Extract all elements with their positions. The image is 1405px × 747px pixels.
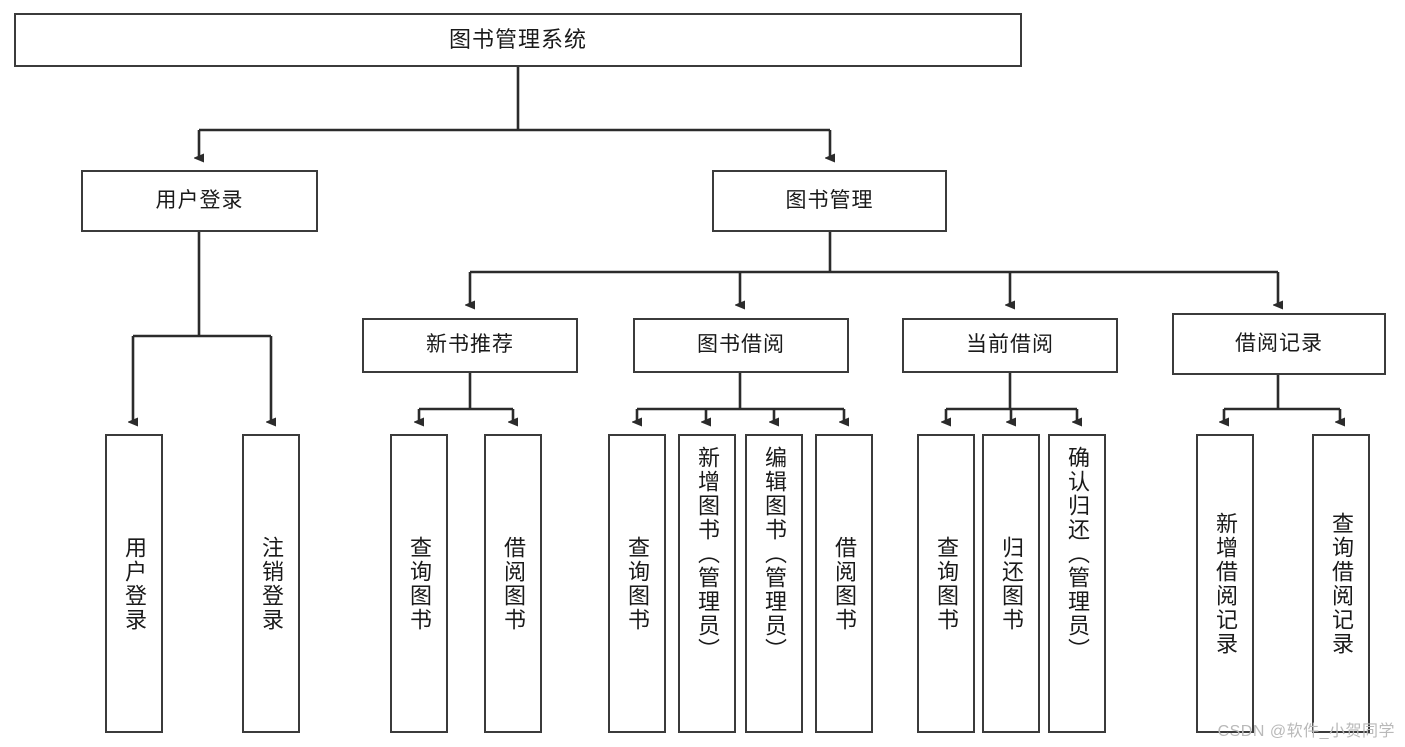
node-book-borrow[interactable]: 图书借阅 <box>633 318 849 373</box>
leaf-user-login-logout[interactable]: 注销登录 <box>242 434 300 733</box>
node-label: 查询图书 <box>625 535 650 632</box>
node-label: 新增借阅记录 <box>1213 511 1238 656</box>
node-root-book-management-system[interactable]: 图书管理系统 <box>14 13 1022 67</box>
leaf-current-borrow-return-book[interactable]: 归还图书 <box>982 434 1040 733</box>
leaf-borrow-record-add-record[interactable]: 新增借阅记录 <box>1196 434 1254 733</box>
node-label: 确认归还（管理员） <box>1065 446 1090 662</box>
node-label: 注销登录 <box>259 535 284 632</box>
leaf-book-borrow-borrow-book[interactable]: 借阅图书 <box>815 434 873 733</box>
node-label: 借阅图书 <box>832 535 857 632</box>
leaf-book-borrow-query-book[interactable]: 查询图书 <box>608 434 666 733</box>
leaf-current-borrow-query-book[interactable]: 查询图书 <box>917 434 975 733</box>
node-label: 用户登录 <box>122 535 147 632</box>
node-label: 用户登录 <box>155 188 244 212</box>
node-label: 查询借阅记录 <box>1329 511 1354 656</box>
node-label: 图书管理系统 <box>448 27 587 53</box>
node-label: 当前借阅 <box>966 333 1054 357</box>
node-new-book-recommend[interactable]: 新书推荐 <box>362 318 578 373</box>
node-label: 图书借阅 <box>697 333 785 357</box>
leaf-new-book-query-book[interactable]: 查询图书 <box>390 434 448 733</box>
node-borrow-record[interactable]: 借阅记录 <box>1172 313 1386 375</box>
node-label: 借阅图书 <box>501 535 526 632</box>
node-label: 借阅记录 <box>1235 331 1323 355</box>
node-label: 查询图书 <box>934 535 959 632</box>
node-label: 新增图书（管理员） <box>695 446 720 662</box>
leaf-new-book-borrow-book[interactable]: 借阅图书 <box>484 434 542 733</box>
leaf-current-borrow-confirm-return-admin[interactable]: 确认归还（管理员） <box>1048 434 1106 733</box>
leaf-borrow-record-query-record[interactable]: 查询借阅记录 <box>1312 434 1370 733</box>
node-label: 新书推荐 <box>426 333 514 357</box>
leaf-book-borrow-edit-book-admin[interactable]: 编辑图书（管理员） <box>745 434 803 733</box>
node-user-login[interactable]: 用户登录 <box>81 170 318 232</box>
leaf-book-borrow-add-book-admin[interactable]: 新增图书（管理员） <box>678 434 736 733</box>
node-label: 归还图书 <box>999 535 1024 632</box>
leaf-user-login-login[interactable]: 用户登录 <box>105 434 163 733</box>
node-current-borrow[interactable]: 当前借阅 <box>902 318 1118 373</box>
node-label: 图书管理 <box>785 188 874 212</box>
node-book-management[interactable]: 图书管理 <box>712 170 947 232</box>
watermark: CSDN @软件_小贺同学 <box>1217 723 1395 740</box>
node-label: 查询图书 <box>407 535 432 632</box>
node-label: 编辑图书（管理员） <box>762 446 787 662</box>
